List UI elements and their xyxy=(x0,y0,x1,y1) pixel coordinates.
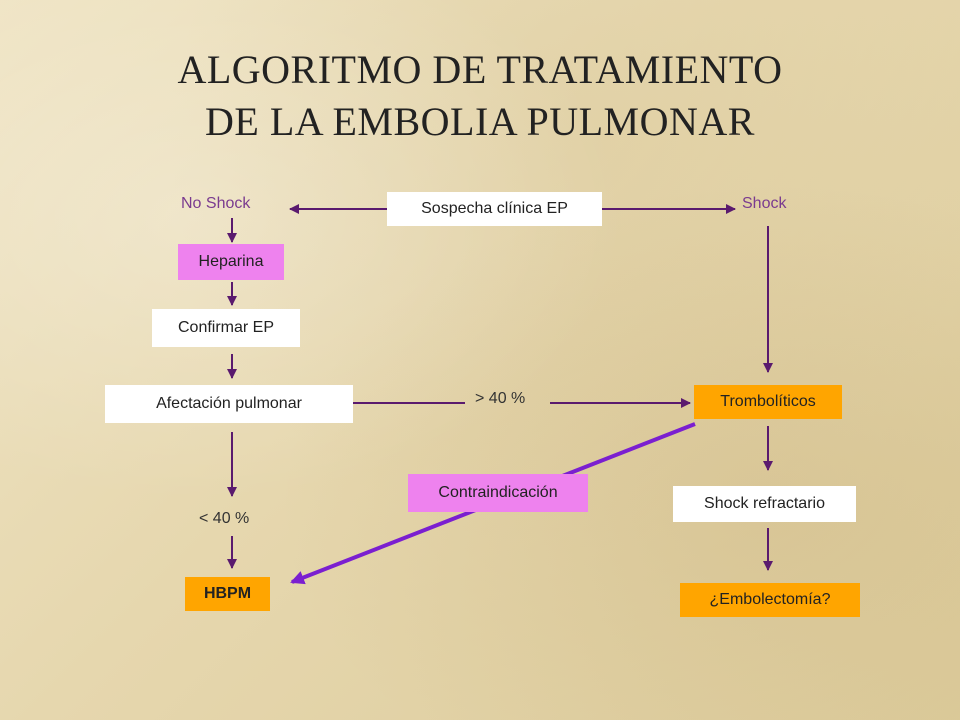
shock-refractario-box: Shock refractario xyxy=(673,486,856,522)
confirmar-ep-box: Confirmar EP xyxy=(152,309,300,347)
afectacion-pulmonar-box: Afectación pulmonar xyxy=(105,385,353,423)
hbpm-label: HBPM xyxy=(203,585,252,602)
shock-label: Shock xyxy=(742,195,787,212)
sospecha-clinica-label: Sospecha clínica EP xyxy=(421,200,568,217)
heparina-box: Heparina xyxy=(178,244,284,280)
confirmar-ep-label: Confirmar EP xyxy=(177,319,275,336)
heparina-label: Heparina xyxy=(198,253,264,270)
title-line-2: DE LA EMBOLIA PULMONAR xyxy=(205,99,755,144)
sospecha-clinica-box: Sospecha clínica EP xyxy=(387,192,602,226)
contraindicacion-box: Contraindicación xyxy=(408,474,588,512)
shock-refractario-label: Shock refractario xyxy=(704,495,825,512)
no-shock-label: No Shock xyxy=(181,195,251,212)
embolectomia-label: ¿Embolectomía? xyxy=(709,591,831,608)
contraindicacion-label: Contraindicación xyxy=(438,484,558,501)
embolectomia-box: ¿Embolectomía? xyxy=(680,583,860,617)
page-title: ALGORITMO DE TRATAMIENTO DE LA EMBOLIA P… xyxy=(0,44,960,148)
tromboliticos-label: Trombolíticos xyxy=(720,393,816,410)
afectacion-pulmonar-label: Afectación pulmonar xyxy=(156,395,302,412)
tromboliticos-box: Trombolíticos xyxy=(694,385,842,419)
hbpm-box: HBPM xyxy=(185,577,270,611)
gt40-label: > 40 % xyxy=(475,390,526,407)
lt40-label: < 40 % xyxy=(199,510,250,527)
title-line-1: ALGORITMO DE TRATAMIENTO xyxy=(177,47,783,92)
